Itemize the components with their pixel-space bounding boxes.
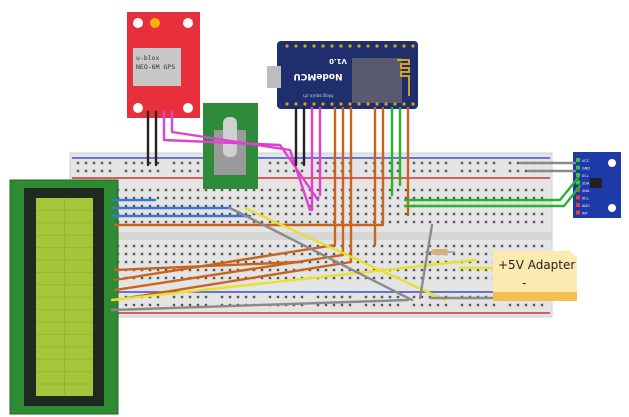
orange-wire (113, 106, 353, 302)
gps-module: u-blox NEO-6M GPS (127, 12, 200, 118)
yellow-wire (243, 206, 447, 302)
yellow-wire (110, 258, 477, 302)
gray-wire (110, 298, 410, 312)
green-wire (403, 184, 582, 208)
power-adapter-note: +5V Adapter - (493, 251, 577, 301)
gps-brand-label: u-blox (136, 54, 160, 62)
gray-wire (418, 223, 434, 300)
pink-wire (162, 110, 320, 202)
orange-wire (113, 106, 337, 282)
gray-wire (228, 206, 414, 302)
orange-wire (113, 106, 385, 227)
lcd-display (9, 179, 119, 415)
nodemcu-board: V1.0 NodeMCU blog.squix.ch (267, 41, 418, 109)
mpu-pin-label: INT (582, 212, 589, 216)
resistor (425, 249, 455, 255)
mpu-pin-label: GND (582, 167, 590, 171)
mpu-pin-label: XDA (582, 189, 590, 193)
gps-model-label: NEO-6M GPS (136, 63, 175, 71)
wires (110, 106, 582, 312)
mpu-pin-label: VCC (582, 159, 590, 163)
mpu-pin-label: XCL (582, 197, 589, 201)
nodemcu-version-label: V1.0 (329, 57, 347, 65)
nodemcu-site-label: blog.squix.ch (303, 93, 333, 99)
orange-wire (113, 260, 302, 272)
note-title: +5V Adapter (498, 258, 575, 272)
potentiometer-module (203, 103, 258, 189)
mpu6050-module: VCC GND SCL SDA XDA XCL ADO INT (573, 152, 621, 218)
mpu-pin-label: SCL (582, 174, 589, 178)
pink-wire (170, 110, 312, 212)
mpu-pin-label: SDA (582, 182, 590, 186)
note-body: - (522, 276, 526, 290)
nodemcu-name-label: NodeMCU (293, 71, 342, 81)
green-wire (403, 176, 580, 202)
mpu-pin-label: ADO (582, 204, 590, 208)
orange-wire (113, 106, 345, 292)
